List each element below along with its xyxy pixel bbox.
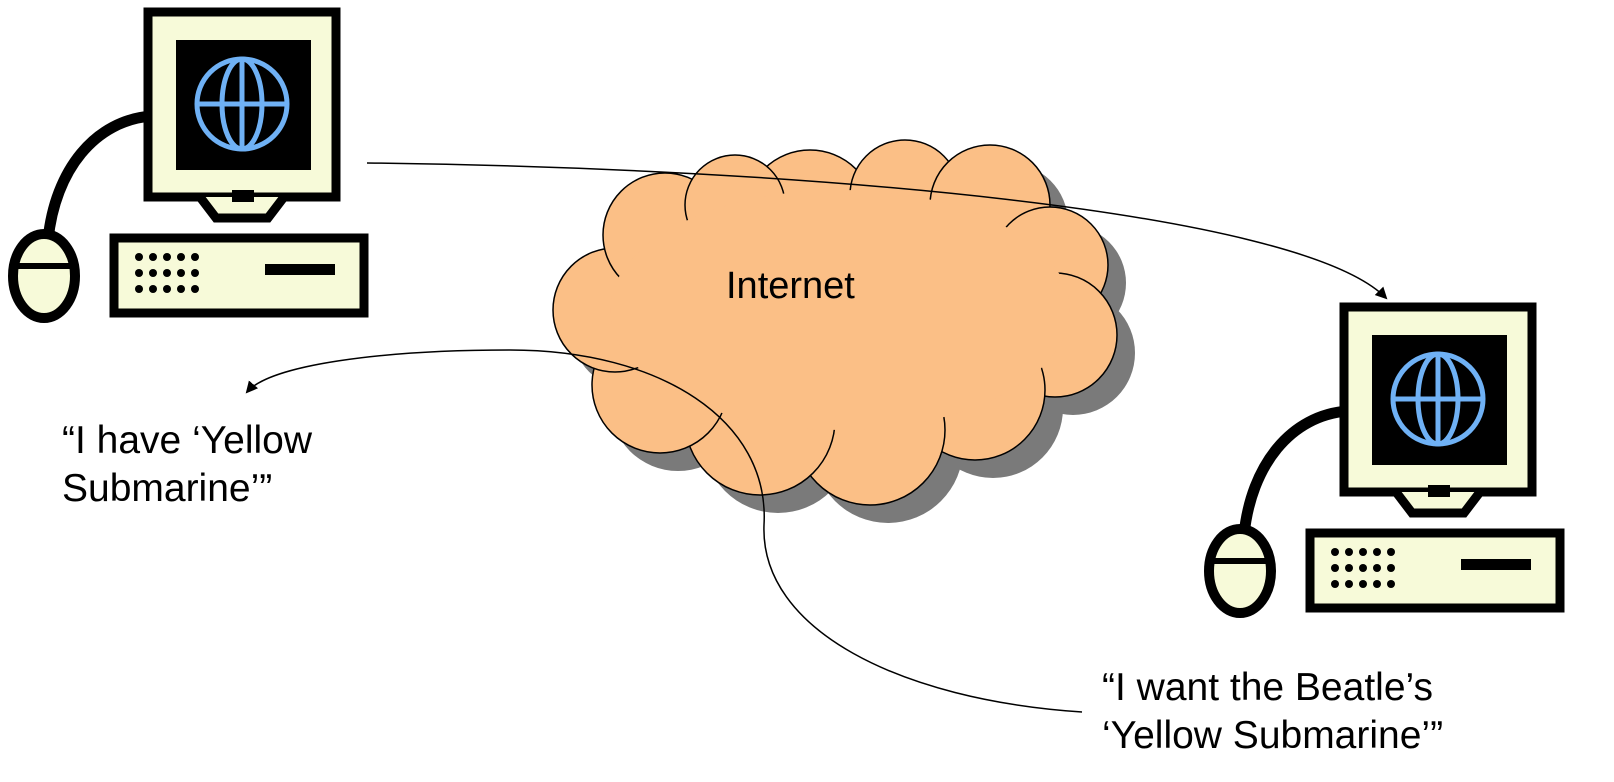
caption-want: “I want the Beatle’s ‘Yellow Submarine’” (1102, 664, 1443, 760)
mouse-icon (1204, 524, 1276, 618)
query-arrow (366, 162, 1388, 300)
cloud-label: Internet (726, 265, 855, 307)
globe-icon (194, 56, 290, 152)
globe-icon (1390, 351, 1486, 447)
computer-left (8, 7, 369, 323)
system-unit-icon (1305, 528, 1565, 613)
caption-have-line2: Submarine’” (62, 467, 273, 510)
mouse-cable-icon (1238, 405, 1349, 536)
system-unit-icon (109, 233, 369, 318)
caption-want-line1: “I want the Beatle’s (1102, 666, 1433, 709)
computer-right (1204, 302, 1565, 618)
caption-have-line1: “I have ‘Yellow (62, 419, 313, 462)
caption-have: “I have ‘Yellow Submarine’” (62, 417, 312, 513)
mouse-cable-icon (42, 110, 153, 241)
response-arrow (245, 349, 1083, 713)
mouse-icon (8, 229, 80, 323)
caption-want-line2: ‘Yellow Submarine’” (1102, 714, 1444, 757)
cloud-fill (610, 190, 1070, 430)
internet-cloud (552, 139, 1135, 523)
